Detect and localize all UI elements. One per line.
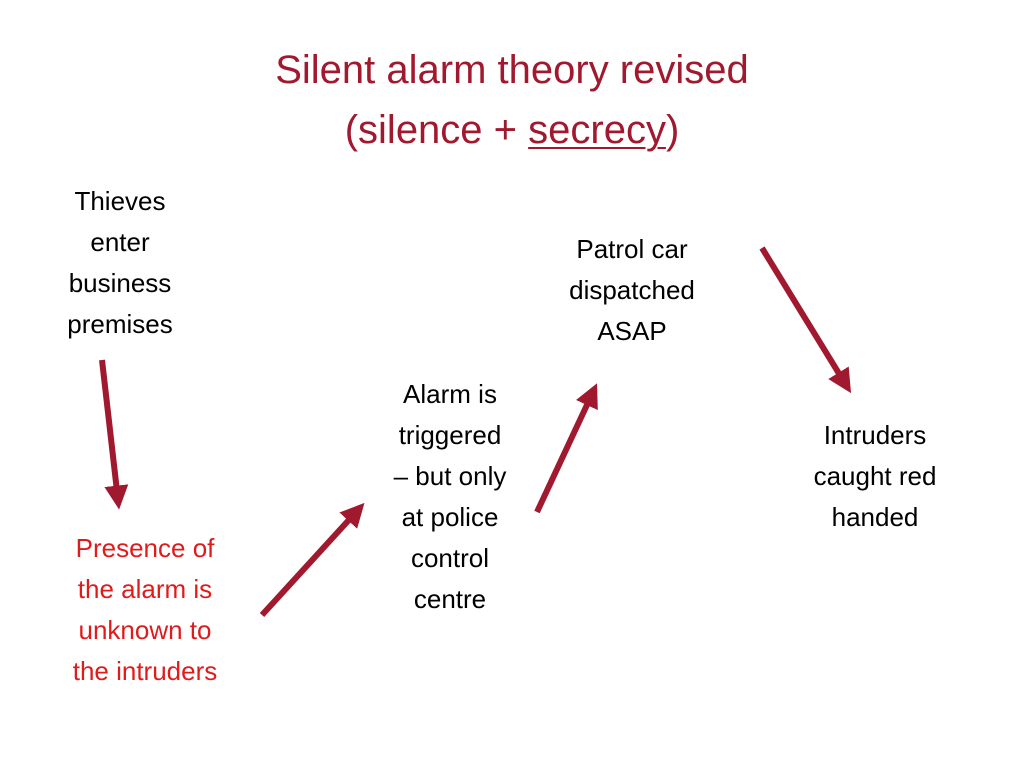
- node-text-line: ASAP: [597, 316, 667, 346]
- node-text-line: Presence of: [75, 533, 215, 563]
- node-text-line: dispatched: [569, 275, 695, 305]
- slide-subtitle: (silence + secrecy): [0, 102, 1024, 158]
- node-text-line: at police: [401, 502, 499, 532]
- node-text-line: handed: [831, 502, 919, 532]
- node-text-line: the intruders: [72, 656, 218, 686]
- node-text-line: unknown to: [78, 615, 212, 645]
- node-text-line: centre: [413, 584, 487, 614]
- arrow-thieves-to-presence: [99, 359, 129, 510]
- title-line-1: Silent alarm theory revised: [275, 48, 749, 92]
- slide-title: Silent alarm theory revised: [0, 42, 1024, 98]
- node-text-line: caught red: [813, 461, 937, 491]
- node-alarm-unknown: Presence of the alarm is unknown to the …: [40, 528, 250, 692]
- subtitle-prefix: (silence +: [344, 108, 529, 152]
- arrow-presence-to-alarm: [259, 502, 365, 618]
- node-patrol-dispatched: Patrol car dispatched ASAP: [542, 229, 722, 352]
- node-text-line: premises: [67, 309, 173, 339]
- node-text-line: triggered: [398, 420, 502, 450]
- node-text-line: Patrol car: [576, 234, 688, 264]
- node-text-line: business: [68, 268, 172, 298]
- node-text-line: Alarm is: [403, 379, 497, 409]
- subtitle-suffix: ): [665, 108, 680, 152]
- node-thieves-enter: Thieves enter business premises: [40, 181, 200, 345]
- node-text-line: the alarm is: [77, 574, 213, 604]
- node-text-line: control: [410, 543, 490, 573]
- node-alarm-triggered: Alarm is triggered – but only at police …: [370, 374, 530, 620]
- node-text-line: – but only: [393, 461, 507, 491]
- node-text-line: Thieves: [74, 186, 166, 216]
- node-text-line: enter: [90, 227, 150, 257]
- subtitle-underlined-word: secrecy: [528, 108, 666, 152]
- arrow-patrol-to-intruders: [759, 246, 852, 394]
- node-intruders-caught: Intruders caught red handed: [790, 415, 960, 538]
- arrow-alarm-to-patrol: [534, 383, 598, 514]
- node-text-line: Intruders: [823, 420, 927, 450]
